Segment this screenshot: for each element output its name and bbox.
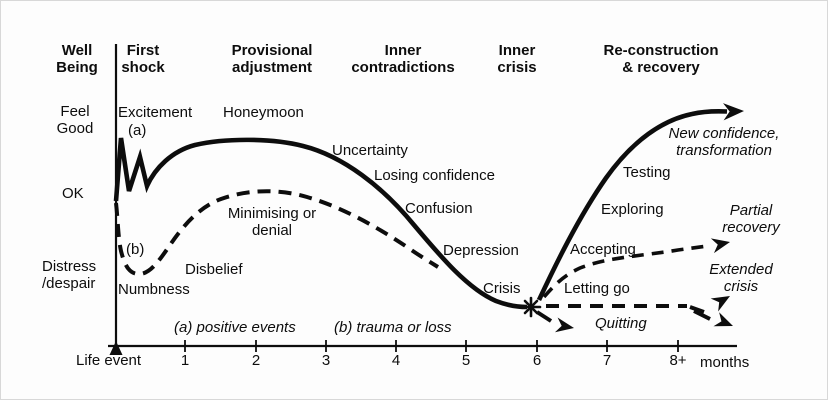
curve-label-a-marker: (a) bbox=[128, 122, 147, 139]
curve-label-honeymoon: Honeymoon bbox=[223, 104, 304, 121]
curve-label-minimising: Minimising or denial bbox=[227, 205, 317, 239]
curve-label-excitement: Excitement bbox=[118, 104, 193, 121]
phase-header-reconstruction: Re-construction & recovery bbox=[603, 42, 719, 76]
phase-header-contradictions: Inner contradictions bbox=[351, 42, 455, 76]
x-unit-label: months bbox=[700, 354, 750, 371]
tick-label-8plus: 8+ bbox=[669, 352, 687, 369]
curve-b-dashed bbox=[114, 189, 440, 277]
footnote-a: (a) positive events bbox=[174, 319, 296, 336]
outcome-label-extended-crisis: Extended crisis bbox=[709, 261, 773, 295]
phase-header-inner-crisis: Inner crisis bbox=[497, 42, 537, 76]
y-label-distress: Distress /despair bbox=[42, 258, 97, 292]
curve-recovery-solid bbox=[536, 108, 728, 301]
split-dash-up bbox=[689, 305, 705, 314]
quitting-arrowhead-icon bbox=[554, 317, 576, 336]
curve-a-solid bbox=[113, 137, 528, 310]
outcome-label-new-confidence: New confidence, transformation bbox=[668, 125, 780, 159]
x-origin-label: Life event bbox=[76, 352, 142, 369]
footnote-b: (b) trauma or loss bbox=[334, 319, 452, 336]
curve-label-depression: Depression bbox=[443, 242, 519, 259]
y-label-ok: OK bbox=[62, 185, 84, 202]
tick-label-7: 7 bbox=[602, 352, 612, 369]
outcome-label-partial-recovery: Partial recovery bbox=[722, 202, 780, 236]
y-label-feel-good: Feel Good bbox=[56, 103, 94, 137]
tick-label-1: 1 bbox=[180, 352, 190, 369]
phase-header-first-shock: First shock bbox=[121, 42, 165, 76]
curve-label-numbness: Numbness bbox=[118, 281, 190, 298]
curve-label-testing: Testing bbox=[623, 164, 671, 181]
curve-label-crisis: Crisis bbox=[483, 280, 521, 297]
curve-label-uncertainty: Uncertainty bbox=[332, 142, 408, 159]
tick-label-4: 4 bbox=[391, 352, 401, 369]
curve-label-losing-confidence: Losing confidence bbox=[374, 167, 495, 184]
lower-branch-arrowhead-icon bbox=[713, 312, 736, 333]
tick-label-2: 2 bbox=[251, 352, 261, 369]
outcome-label-quitting: Quitting bbox=[595, 315, 647, 332]
curve-label-disbelief: Disbelief bbox=[185, 261, 243, 278]
curve-label-confusion: Confusion bbox=[405, 200, 473, 217]
partial-recovery-arrowhead-icon bbox=[710, 234, 732, 254]
curve-label-accepting: Accepting bbox=[570, 241, 636, 258]
phase-header-wellbeing: Well Being bbox=[56, 42, 98, 76]
curve-label-letting-go: Letting go bbox=[564, 280, 630, 297]
quitting-dash bbox=[535, 310, 553, 323]
life-event-arrow-icon bbox=[109, 341, 123, 355]
curve-label-exploring: Exploring bbox=[601, 201, 664, 218]
path-partial-recovery-dashed bbox=[542, 243, 712, 299]
curve-label-b-marker: (b) bbox=[126, 241, 145, 258]
x-axis-ticks bbox=[184, 340, 679, 352]
tick-label-6: 6 bbox=[532, 352, 542, 369]
tick-label-5: 5 bbox=[461, 352, 471, 369]
phase-header-provisional: Provisional adjustment bbox=[231, 42, 313, 76]
split-dash-down bbox=[693, 309, 711, 321]
crisis-star-icon bbox=[520, 296, 542, 318]
tick-label-3: 3 bbox=[321, 352, 331, 369]
